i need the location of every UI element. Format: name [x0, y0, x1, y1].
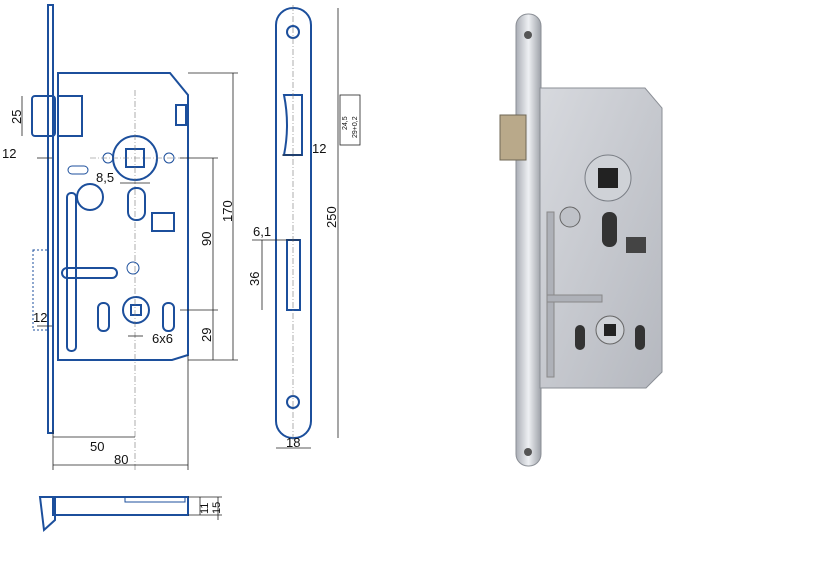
- dim-bolt-height: 36: [247, 272, 262, 286]
- dim-faceplate-length: 250: [324, 206, 339, 228]
- dim-backset: 50: [90, 439, 104, 454]
- dim-faceplate-width: 18: [286, 435, 300, 450]
- dim-bolt-thickness: 6,1: [253, 224, 271, 239]
- turn-hub: [122, 296, 150, 324]
- photo-spindle: [598, 168, 618, 188]
- dim-total-thickness: 15: [211, 502, 223, 514]
- dim-latch-width: 29+0,2: [352, 116, 359, 138]
- dim-turn-square: 6x6: [152, 331, 173, 346]
- dim-case-height: 170: [220, 200, 235, 222]
- photo-latch: [499, 114, 527, 161]
- photo-case: [539, 87, 663, 389]
- dim-side-latch-projection: 12: [312, 141, 326, 156]
- dim-latch-height: 25: [9, 110, 24, 124]
- catch: [151, 212, 175, 232]
- latch-top: [38, 496, 56, 533]
- latch-body: [58, 95, 83, 137]
- lever-bar: [66, 192, 77, 352]
- dim-spindle-square: 8,5: [96, 170, 114, 185]
- dim-spindle-to-turn: 90: [199, 232, 214, 246]
- top-view: 11 15: [38, 496, 223, 533]
- photo-faceplate: [515, 13, 542, 467]
- dim-case-thickness: 11: [199, 503, 211, 514]
- faceplate-front: [275, 7, 312, 439]
- front-view: 25 12 8,5 170 90 12 6x6 29 50 80: [2, 4, 238, 470]
- lock-photo: [499, 13, 663, 467]
- case-top: [52, 496, 189, 516]
- dim-case-depth: 80: [114, 452, 128, 467]
- lock-case: [57, 72, 189, 361]
- latch: [31, 95, 56, 137]
- dim-turn-to-bottom: 29: [199, 328, 214, 342]
- bolt-face: [286, 239, 301, 311]
- side-view: 12 6,1 36 250 18 29+0,2 24,5: [247, 5, 361, 450]
- dim-latch-projection: 12: [2, 146, 16, 161]
- dim-faceplate-offset: 12: [33, 310, 47, 325]
- screw: [76, 183, 104, 211]
- keyhole-slot: [127, 187, 146, 221]
- faceplate: [47, 4, 54, 434]
- dim-latch-width-small: 24,5: [342, 116, 349, 130]
- photo-turn: [604, 324, 616, 336]
